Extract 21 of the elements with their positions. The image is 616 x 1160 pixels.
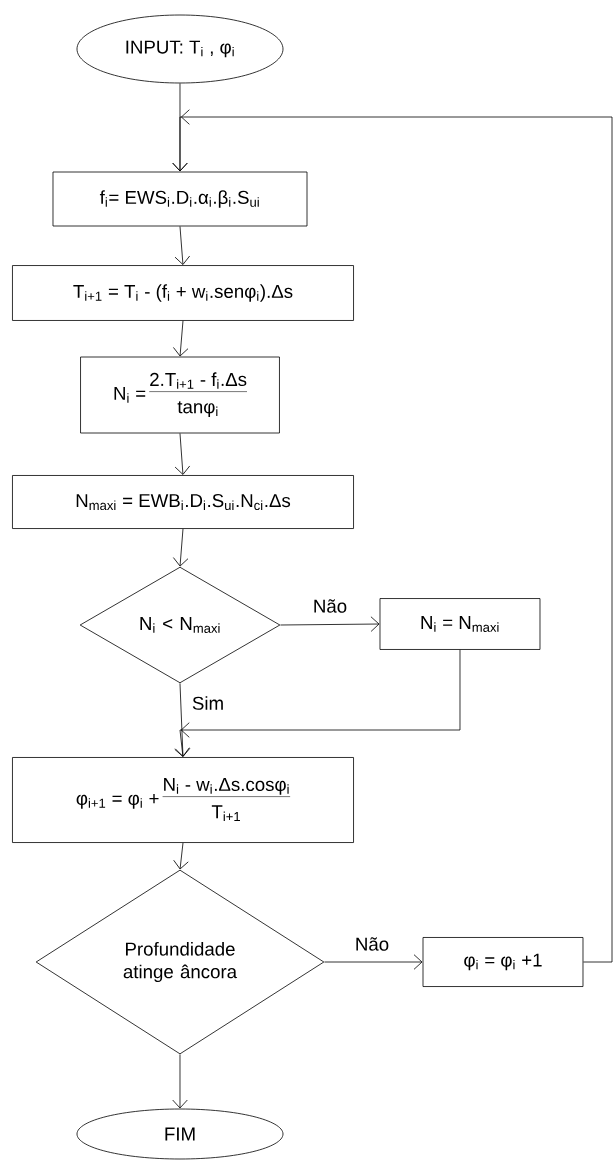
process-box: N$_{i}$ = N$_{maxi}$ [379, 598, 541, 650]
process-box: N$_{maxi}$ = EWB$_{i}$.D$_{i}$.S$_{ui}$.N$_{ci}$.Δs [12, 475, 354, 529]
edge-label: Sim [190, 694, 226, 712]
process-box: N$_{i}$ = 2.T$_{i+1}$ - f$_{i}$.Δs tanφ$_{i}$ [80, 356, 280, 434]
arrow [172, 1054, 188, 1109]
arrow [173, 320, 189, 357]
process-box: φ$_{i}$ = φ$_{i}$ +1 [422, 937, 584, 987]
arrow [324, 954, 423, 970]
arrow [172, 109, 613, 963]
edge-label: Não [311, 597, 349, 615]
arrow [174, 226, 191, 265]
arrow [280, 616, 380, 632]
process-box: T$_{i+1}$ = T$_{i}$ - (f$_{i}$ + w$_{i}$.senφ$_{i}$).Δs [12, 265, 354, 321]
process-box: φ$_{i+1}$ = φ$_{i}$ + N$_{i}$ - w$_{i}$.Δs.cosφ$_{i}$ T$_{i+1}$ [12, 757, 354, 843]
arrow [174, 649, 461, 757]
arrow [172, 528, 189, 567]
process-box: f$_{i}$= EWS$_{i}$.D$_{i}$.α$_{i}$.β$_{i}$.S$_{ui}$ [52, 171, 308, 227]
arrow [174, 682, 191, 757]
arrow [173, 842, 189, 870]
arrow [174, 433, 191, 475]
edge-label: Não [353, 935, 391, 953]
